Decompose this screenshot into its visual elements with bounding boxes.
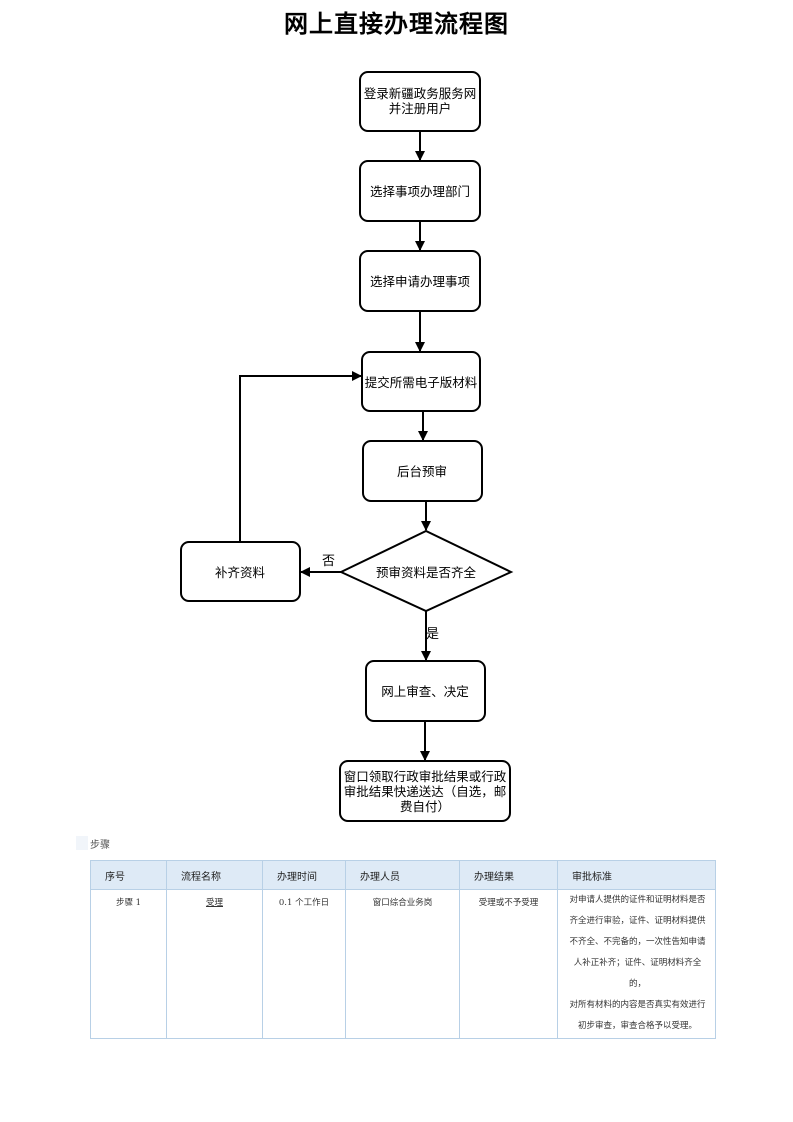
cell-time: 0.1 个工作日 [262,889,346,1039]
header-staff: 办理人员 [345,860,460,890]
steps-section-label: 步骤 [90,840,110,851]
cell-criteria: 对申请人提供的证件和证明材料是否 齐全进行审验，证件、证明材料提供 不齐全、不完… [557,889,716,1039]
node-submit [361,351,481,412]
steps-table: 序号 流程名称 办理时间 办理人员 办理结果 审批标准 步骤 1 受理 0.1 … [90,860,716,1039]
table-header-row: 序号 流程名称 办理时间 办理人员 办理结果 审批标准 [90,860,716,890]
criteria-line: 人补正补齐；证件、证明材料齐全的， [573,958,702,989]
cell-result: 受理或不予受理 [459,889,558,1039]
node-collect-line-1: 窗口领取行政审批结果或行政 [344,769,507,784]
flowchart: 登录新疆政务服务网 并注册用户 选择事项办理部门 选择申请办理事项 提交所需电子… [180,71,514,822]
node-submit-label: 提交所需电子版材料 [365,375,478,390]
cell-name-wrap: 受理 [166,889,263,1039]
node-pre-review-label: 后台预审 [397,464,447,479]
cell-staff: 窗口综合业务岗 [345,889,460,1039]
cell-index: 步骤 1 [90,889,167,1039]
criteria-line: 不齐全、不完备的，一次性告知申请 [569,937,706,947]
header-index: 序号 [90,860,167,890]
edge-supplement-to-submit [239,371,362,542]
node-decision [338,529,514,613]
header-name: 流程名称 [166,860,263,890]
header-criteria: 审批标准 [557,860,716,890]
node-collect-line-3: 费自付） [400,799,450,814]
header-time: 办理时间 [262,860,346,890]
node-decision-label: 预审资料是否齐全 [376,565,477,580]
node-login-line-1: 登录新疆政务服务网 [364,86,477,101]
section-label-marker [76,836,88,850]
node-pre-review [362,440,483,502]
edge-label-yes: 是 [426,627,439,642]
criteria-line: 齐全进行审验，证件、证明材料提供 [569,916,706,926]
page-title: 网上直接办理流程图 [284,9,509,38]
edge-label-no: 否 [322,554,335,569]
node-collect-line-2: 审批结果快递送达（自选，邮 [344,784,507,799]
criteria-line: 对申请人提供的证件和证明材料是否 [569,895,706,905]
node-login-line-2: 并注册用户 [389,101,452,116]
node-select-dept-label: 选择事项办理部门 [370,184,470,199]
cell-name-link[interactable]: 受理 [205,898,223,908]
header-result: 办理结果 [459,860,558,890]
criteria-line: 对所有材料的内容是否真实有效进行 [569,1000,706,1010]
node-select-item-label: 选择申请办理事项 [370,274,470,289]
criteria-line: 初步审查，审查合格予以受理。 [577,1021,697,1031]
node-online-review-label: 网上审查、决定 [381,684,469,699]
table-row: 步骤 1 受理 0.1 个工作日 窗口综合业务岗 受理或不予受理 对申请人提供的… [90,889,716,1039]
node-supplement-label: 补齐资料 [215,565,266,580]
node-collect [339,760,511,822]
